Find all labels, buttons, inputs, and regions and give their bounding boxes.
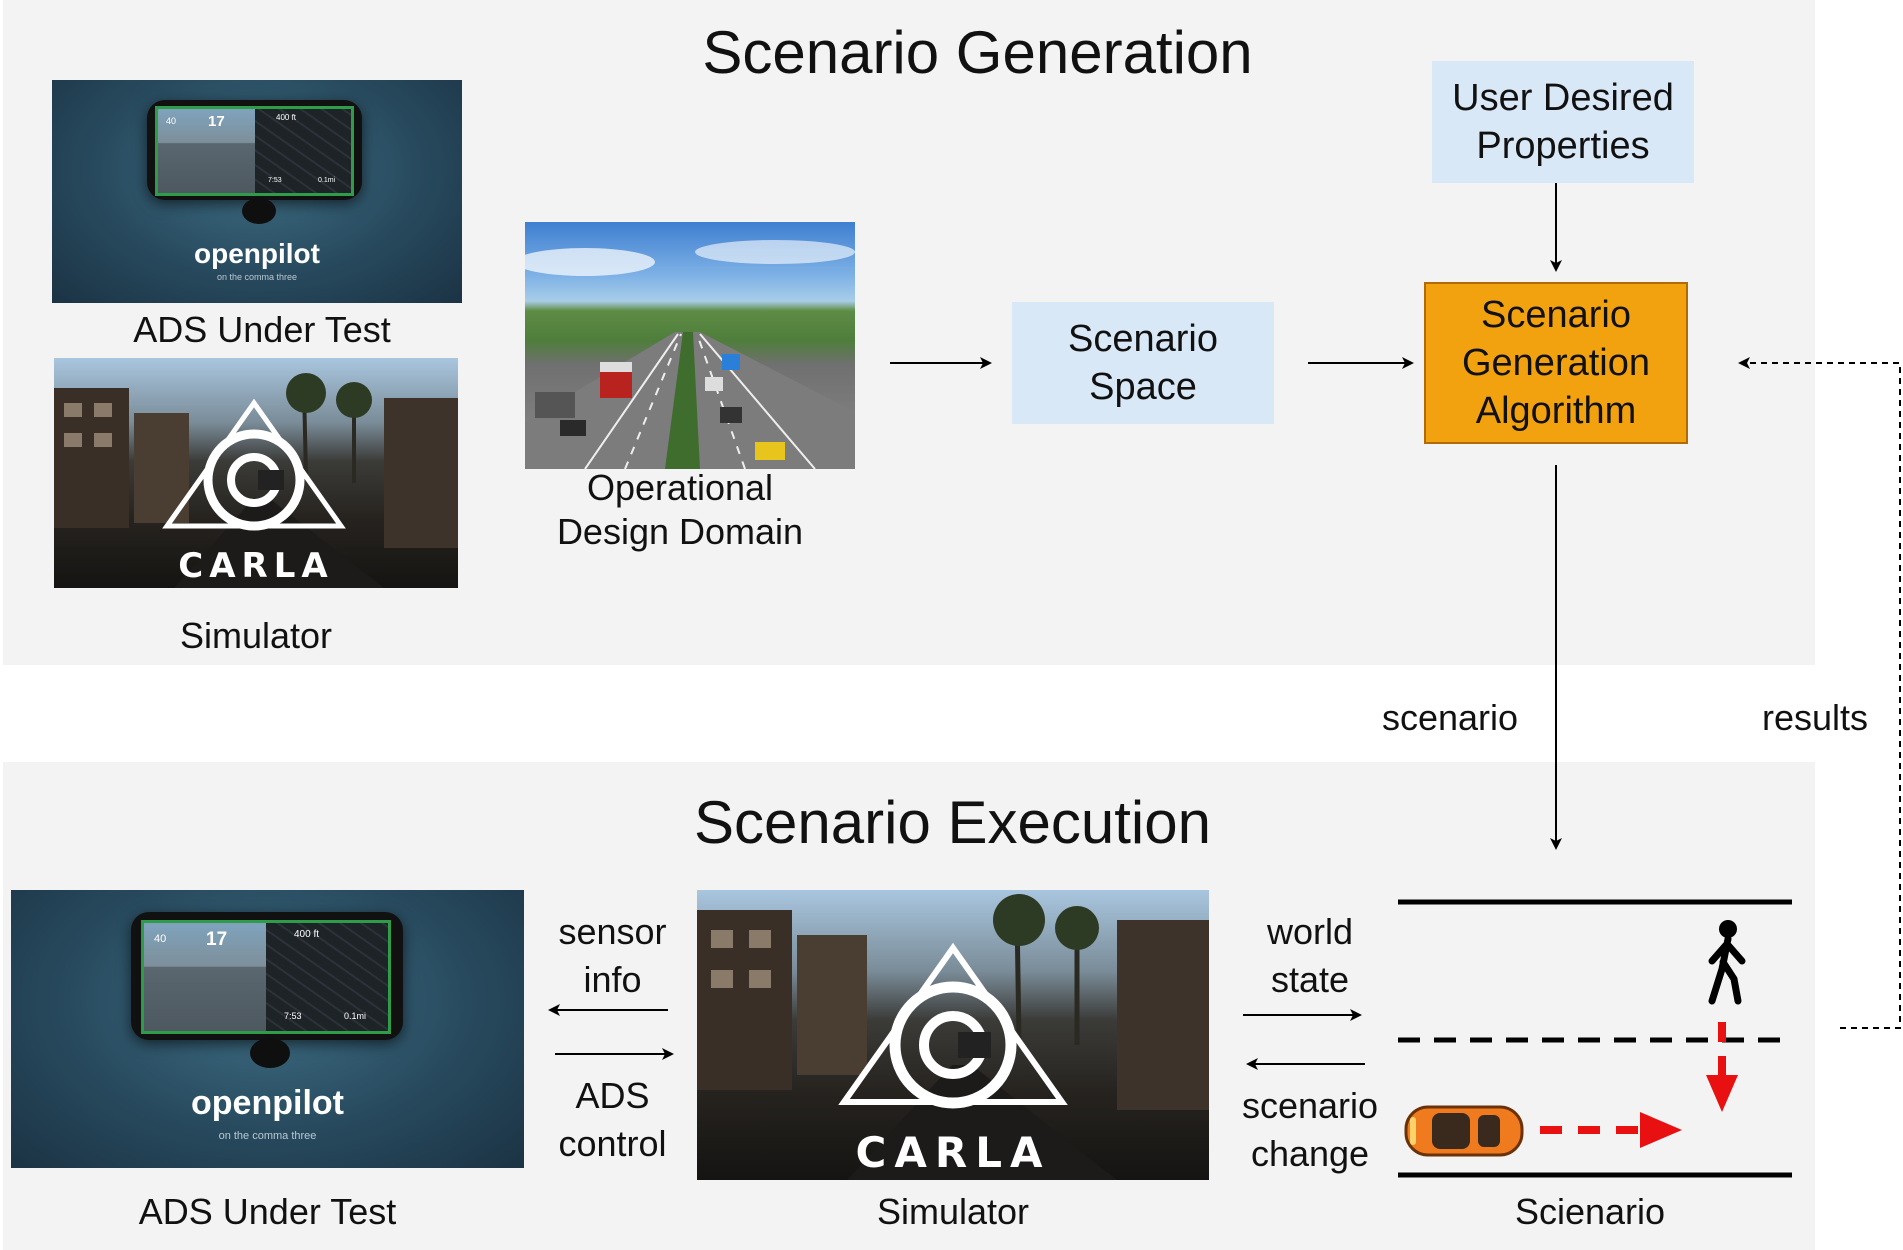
odd-caption-line2: Design Domain (556, 511, 804, 552)
results-arrow-label: results (1761, 697, 1869, 738)
car-path-arrowhead (1640, 1112, 1682, 1148)
navigation-map-bottom (266, 923, 388, 1031)
simulator-caption-bottom: Simulator (876, 1191, 1030, 1232)
user-props-line2: Properties (1476, 125, 1650, 167)
speed-limit: 40 (166, 116, 177, 126)
ads-under-test-caption-top: ADS Under Test (133, 309, 391, 350)
carla-image-bottom: CARLA (697, 890, 1209, 1180)
nav-distance: 400 ft (276, 113, 297, 122)
algorithm-line2: Generation (1461, 342, 1650, 384)
simulator-caption-top: Simulator (179, 615, 333, 656)
carla-logo-icon-bottom (838, 942, 1068, 1109)
scenario-execution-title: Scenario Execution (694, 789, 1211, 856)
highway-image (525, 222, 855, 469)
ads-under-test-caption-bottom: ADS Under Test (138, 1191, 397, 1232)
openpilot-image-top: 17 40 400 ft 7:53 0.1mi openpilot on the… (52, 80, 462, 303)
scenario-generation-title: Scenario Generation (702, 19, 1253, 86)
ads-control-line1: ADS (575, 1075, 650, 1116)
carla-scene (54, 373, 458, 588)
world-state-line2: state (1270, 959, 1350, 1000)
user-props-line1: User Desired (1452, 77, 1674, 119)
ads-control-line2: control (558, 1123, 667, 1164)
nav-time: 7:53 (268, 177, 282, 184)
openpilot-subtitle-bottom: on the comma three (218, 1130, 317, 1142)
carla-logo-icon (162, 398, 346, 531)
openpilot-image-bottom: 17 40 400 ft 7:53 0.1mi openpilot on the… (11, 890, 524, 1168)
nav-distance-bottom: 400 ft (294, 929, 320, 940)
highway-scene (525, 240, 855, 469)
phone-screen-bottom: 17 40 400 ft 7:53 0.1mi (141, 920, 391, 1034)
camera-view-bottom (144, 923, 266, 1031)
scenario-caption-bottom: Scienario (1514, 1191, 1666, 1232)
nav-miles-bottom: 0.1mi (344, 1011, 367, 1021)
carla-wordmark: CARLA (178, 546, 334, 586)
odd-caption-line1: Operational (586, 467, 774, 508)
scenario-change-line2: change (1250, 1133, 1370, 1174)
speed-readout: 17 (208, 113, 225, 130)
carla-scene-bottom (697, 894, 1209, 1180)
pedestrian-path-arrowhead (1706, 1075, 1738, 1112)
scenario-space-line2: Space (1089, 366, 1197, 408)
car-topdown-icon (1404, 1105, 1524, 1157)
nav-miles: 0.1mi (318, 177, 336, 184)
phone-device-bottom: 17 40 400 ft 7:53 0.1mi (131, 912, 403, 1040)
scenario-generation-algorithm-box: Scenario Generation Algorithm (1424, 282, 1688, 444)
camera-view (158, 109, 255, 193)
navigation-map (254, 109, 351, 193)
scenario-change-line1: scenario (1241, 1085, 1379, 1126)
world-state-line1: world (1266, 911, 1354, 952)
camera-pod (242, 198, 276, 224)
openpilot-wordmark-bottom: openpilot (191, 1084, 344, 1122)
scenario-space-line1: Scenario (1068, 318, 1218, 360)
phone-device: 17 40 400 ft 7:53 0.1mi (147, 100, 362, 200)
nav-time-bottom: 7:53 (284, 1011, 302, 1021)
camera-pod-bottom (250, 1038, 290, 1068)
sensor-info-line2: info (583, 959, 642, 1000)
carla-wordmark-bottom: CARLA (855, 1128, 1051, 1177)
sensor-info-line1: sensor (558, 911, 667, 952)
speed-readout-bottom: 17 (206, 929, 228, 950)
openpilot-wordmark: openpilot (194, 238, 320, 269)
algorithm-line1: Scenario (1481, 294, 1631, 336)
scenario-space-box: Scenario Space (1012, 302, 1274, 424)
openpilot-subtitle: on the comma three (216, 272, 298, 282)
carla-image-top: CARLA (54, 358, 458, 588)
algorithm-line3: Algorithm (1475, 390, 1637, 432)
walking-person-icon (1708, 920, 1746, 1005)
scenario-arrow-label: scenario (1381, 697, 1519, 738)
speed-limit-bottom: 40 (154, 933, 167, 945)
user-desired-properties-box: User Desired Properties (1432, 61, 1694, 183)
phone-screen: 17 40 400 ft 7:53 0.1mi (155, 106, 354, 196)
results-feedback-arrow (1738, 357, 1901, 1029)
